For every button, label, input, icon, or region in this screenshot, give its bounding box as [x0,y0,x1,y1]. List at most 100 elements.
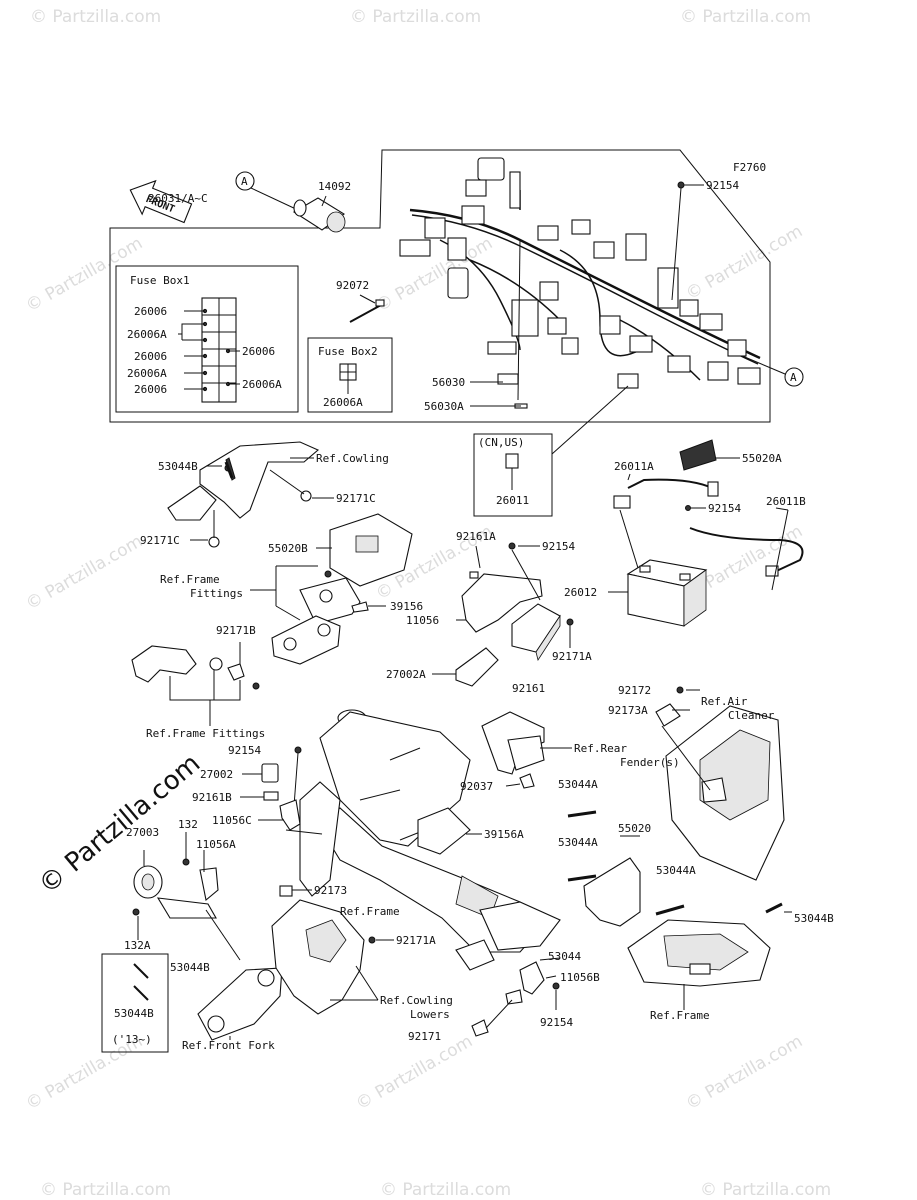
fuse-holder-cap-14092 [292,195,346,233]
strip-53044A-c [655,904,685,916]
main-wiring-harness [399,157,761,409]
part-label: Ref.Cowling [380,994,453,1007]
part-label: 27003 [126,826,159,839]
watermark-text: © Partzilla.com [380,1180,511,1200]
part-label: 11056B [560,971,600,984]
part-label: 132A [124,939,151,952]
year-note-box: ('13~) [101,953,169,1053]
steering-lock-assembly [250,565,386,665]
part-label: 92171C [140,534,180,547]
part-label: 92173A [608,704,648,717]
part-label: Ref.Frame [340,905,400,918]
part-label: 53044 [548,950,581,963]
fuse-box-1-item: 26006 [242,345,275,358]
part-label: 53044B [158,460,198,473]
part-label: 56030 [432,376,465,389]
watermark-text: © Partzilla.com [680,7,811,27]
part-label: 53044B [170,961,210,974]
battery-26012 [608,509,708,627]
bolt-92154-top [677,181,704,189]
part-label: 92154 [540,1016,573,1029]
watermark-text: © Partzilla.com [683,221,807,304]
part-label: 53044A [656,864,696,877]
part-label: 14092 [318,180,351,193]
part-label: 26011A [614,460,654,473]
fuse-box-1-item: 26006A [242,378,282,391]
part-label: Ref.Air [701,695,748,708]
market-note: (CN,US) [478,436,524,449]
part-label: 92173 [314,884,347,897]
fuse-box-2-panel: Fuse Box2 26006A [307,337,393,413]
part-label: 11056A [196,838,236,851]
callout-a-label: A [790,371,797,384]
part-label: 92037 [460,780,493,793]
watermark-text: © Partzilla.com [353,1031,477,1114]
bracket-11056B [471,957,561,1037]
part-label: 92154 [228,744,261,757]
part-label: Ref.Rear [574,742,627,755]
front-arrow-icon: FRONT [129,179,193,224]
part-label: 92171C [336,492,376,505]
part-label: 26011 [496,494,529,507]
relay-27002 [240,746,323,835]
callout-a-label: A [241,175,248,188]
part-label: Ref.Frame [650,1009,710,1022]
battery-cable-26011A [613,473,719,509]
part-label: 53044A [558,778,598,791]
part-label: 11056C [212,814,252,827]
fuse-box-2-part: 26006A [323,396,363,409]
air-cleaner-ref [655,686,785,881]
watermark-text: © Partzilla.com [30,7,161,27]
part-label: 92172 [618,684,651,697]
part-labels: 26031/A~C 14092 92154 92072 56030 56030A… [114,179,834,1052]
part-label: 92161A [456,530,496,543]
part-label: 55020B [268,542,308,555]
part-label: Lowers [410,1008,450,1021]
part-label: 26012 [564,586,597,599]
fuse-box-1-title: Fuse Box1 [130,274,190,287]
watermark-text: © Partzilla.com [23,233,147,316]
harness-group-outline [109,149,771,423]
watermark-text: © Partzilla.com [373,233,497,316]
part-label: 92161B [192,791,232,804]
part-label: 11056 [406,614,439,627]
part-label: 55020 [618,822,651,835]
fuse-box-1-item: 26006A [127,328,167,341]
horn-27003 [132,832,241,961]
lower-cowling-bracket [271,885,394,1015]
strip-53044A-b [567,874,597,882]
strip-53044B-b [765,902,792,914]
part-label: Ref.Front Fork [182,1039,275,1052]
fuse-box-1-item: 26006 [134,383,167,396]
part-label: 92171B [216,624,256,637]
rear-frame-ref [627,919,771,1010]
part-label: Ref.Frame Fittings [146,727,265,740]
fuse-box-1-item: 26006 [134,350,167,363]
cn-us-relay-box: (CN,US) [473,385,629,517]
cowling-stay-bracket [167,441,334,548]
rear-fender-bracket [481,711,572,789]
part-label: 55020A [742,452,782,465]
plate-55020 [583,835,641,927]
part-label: 92161 [512,682,545,695]
part-label: Cleaner [728,709,775,722]
fuse-box-1-item: 26006A [127,367,167,380]
year-note: ('13~) [112,1033,152,1046]
regulator-bracket-11056 [456,542,543,633]
part-label: 53044B [794,912,834,925]
frame-fitting-bracket-92171B [131,642,260,726]
watermark-text: © Partzilla.com [700,1180,831,1200]
part-label: 92154 [706,179,739,192]
part-label: 53044B [114,1007,154,1020]
main-frame-ref [299,709,561,971]
ecu-92161 [511,603,574,661]
battery-cover-55020A [679,439,740,471]
callout-a-top: A [235,171,299,211]
part-label: 27002A [386,668,426,681]
watermark-text: © Partzilla.com [40,1180,171,1200]
part-label: 56030A [424,400,464,413]
part-label: 53044A [558,836,598,849]
part-label: 26011B [766,495,806,508]
fuse-box-1-panel: Fuse Box1 26006 26006A 26006 26006A 2600… [115,265,299,413]
part-label: Ref.Frame [160,573,220,586]
